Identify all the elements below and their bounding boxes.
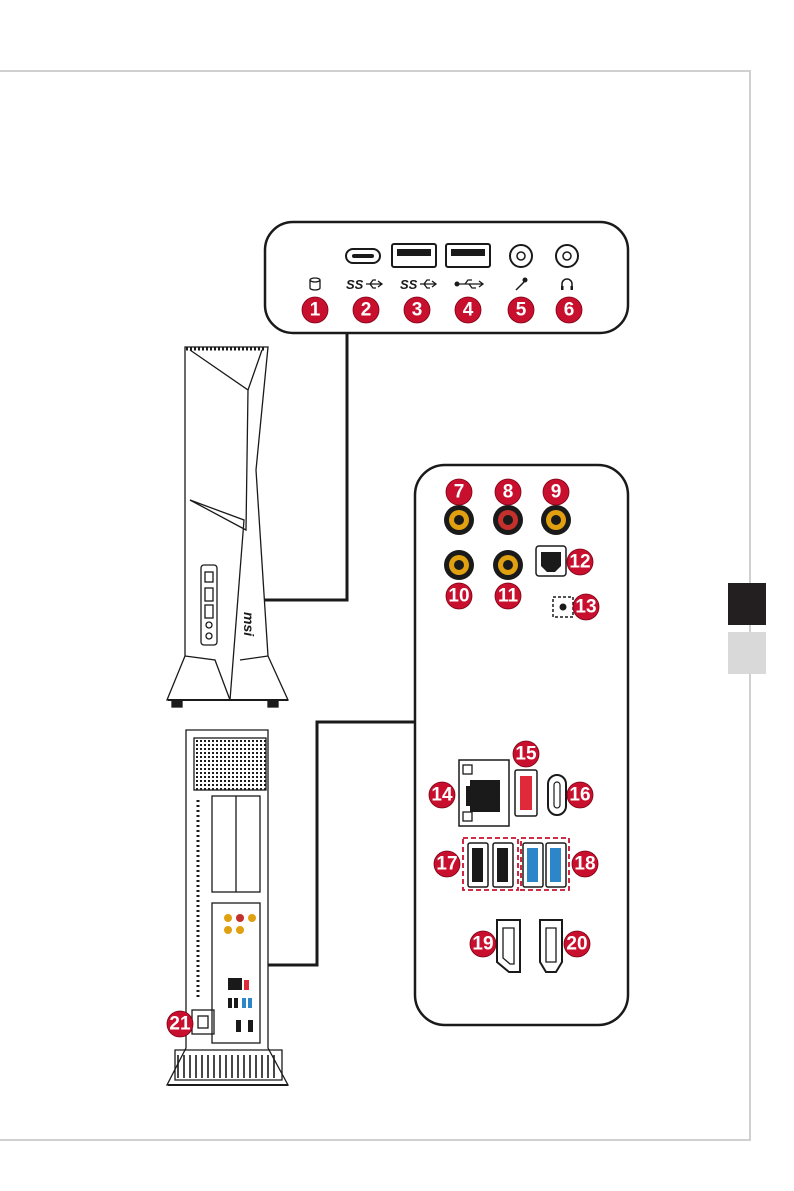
badge-2: 2 xyxy=(353,297,379,323)
svg-text:SS: SS xyxy=(346,277,364,292)
svg-text:10: 10 xyxy=(448,586,469,607)
badge-8: 8 xyxy=(495,479,521,505)
svg-text:8: 8 xyxy=(503,482,514,503)
svg-text:19: 19 xyxy=(472,934,493,955)
audio-jack xyxy=(444,505,474,535)
svg-text:2: 2 xyxy=(361,300,372,321)
badge-12: 12 xyxy=(567,549,593,575)
badge-20: 20 xyxy=(564,931,590,957)
front-mic-jack xyxy=(510,245,532,267)
svg-text:5: 5 xyxy=(516,300,527,321)
svg-text:11: 11 xyxy=(498,586,519,607)
badge-14: 14 xyxy=(429,782,455,808)
clear-cmos-button xyxy=(553,597,573,617)
svg-text:20: 20 xyxy=(566,934,587,955)
svg-text:17: 17 xyxy=(436,854,457,875)
usb-a-port-blue xyxy=(546,843,566,887)
usb-a-port-red xyxy=(515,770,537,816)
svg-text:SS: SS xyxy=(400,277,418,292)
badge-16: 16 xyxy=(567,782,593,808)
svg-text:18: 18 xyxy=(574,854,595,875)
badge-7: 7 xyxy=(446,479,472,505)
svg-text:6: 6 xyxy=(564,300,575,321)
rear-callout-line xyxy=(262,722,415,965)
badge-10: 10 xyxy=(446,583,472,609)
svg-text:21: 21 xyxy=(169,1014,191,1035)
badge-11: 11 xyxy=(495,583,521,609)
displayport-port xyxy=(497,920,520,972)
rear-panel: 7 8 9 10 11 12 13 14 15 16 17 18 19 20 xyxy=(415,465,628,1025)
svg-text:3: 3 xyxy=(412,300,423,321)
lan-port xyxy=(459,760,509,826)
usb-c-port xyxy=(548,775,566,815)
svg-text:9: 9 xyxy=(551,482,562,503)
badge-19: 19 xyxy=(470,931,496,957)
svg-text:7: 7 xyxy=(454,482,465,503)
audio-jack xyxy=(444,550,474,580)
msi-logo: msi xyxy=(241,612,257,637)
audio-jack xyxy=(493,550,523,580)
badge-5: 5 xyxy=(508,297,534,323)
badge-4: 4 xyxy=(455,297,481,323)
optical-spdif-port xyxy=(536,546,566,576)
badge-1: 1 xyxy=(302,297,328,323)
badge-21: 21 xyxy=(167,1011,193,1037)
audio-jack xyxy=(541,505,571,535)
audio-jack xyxy=(493,505,523,535)
front-panel: SS SS 1 2 3 4 5 6 xyxy=(265,222,628,333)
badge-18: 18 xyxy=(572,851,598,877)
badge-17: 17 xyxy=(434,851,460,877)
badge-9: 9 xyxy=(543,479,569,505)
svg-text:1: 1 xyxy=(310,300,321,321)
badge-15: 15 xyxy=(513,741,539,767)
svg-text:13: 13 xyxy=(575,597,596,618)
hdmi-port xyxy=(540,920,562,972)
usb-a-port-blue xyxy=(523,843,543,887)
front-headphone-jack xyxy=(556,245,578,267)
pc-front-view: msi xyxy=(167,347,288,707)
usb-a-port xyxy=(468,843,488,887)
badge-3: 3 xyxy=(404,297,430,323)
svg-text:4: 4 xyxy=(463,300,474,321)
badge-6: 6 xyxy=(556,297,582,323)
badge-13: 13 xyxy=(573,594,599,620)
svg-text:16: 16 xyxy=(569,785,590,806)
svg-text:12: 12 xyxy=(569,552,590,573)
usb-a-port xyxy=(493,843,513,887)
svg-text:14: 14 xyxy=(431,785,453,806)
svg-text:15: 15 xyxy=(515,744,537,765)
